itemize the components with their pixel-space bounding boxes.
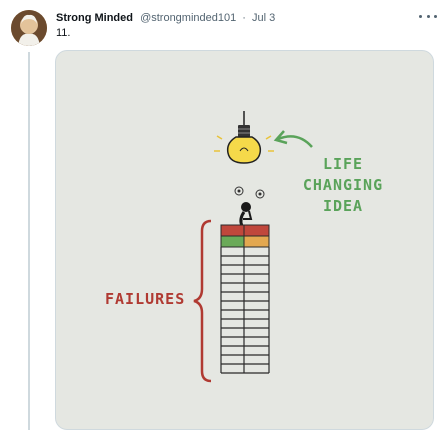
display-name[interactable]: Strong Minded (56, 12, 133, 24)
idea-label-line: CHANGING (302, 176, 384, 194)
illustration (193, 111, 313, 383)
thought-swirl-icon (234, 186, 265, 199)
failures-label: FAILURES (105, 290, 186, 308)
failure-block (220, 235, 245, 248)
arrow-icon (273, 130, 313, 148)
idea-label-line: IDEA (322, 197, 364, 215)
ladder-tower (220, 247, 270, 374)
separator-dot: · (242, 12, 246, 24)
tweet-image[interactable]: LIFE CHANGING IDEA FAILURES (55, 50, 434, 430)
idea-label-line: LIFE (322, 155, 364, 173)
more-dot (426, 14, 430, 18)
thread-line (28, 52, 30, 430)
avatar[interactable] (11, 10, 47, 46)
light-bulb-icon (214, 111, 274, 164)
avatar-portrait-icon (11, 10, 47, 46)
more-dot (419, 14, 422, 18)
tweet-date[interactable]: Jul 3 (252, 12, 276, 24)
brace-icon (193, 219, 212, 383)
failure-block (243, 224, 270, 237)
user-handle[interactable]: @strongminded101 (140, 12, 237, 24)
more-options-icon[interactable] (419, 10, 437, 22)
failure-block (243, 235, 270, 248)
more-dot (434, 14, 437, 18)
idea-label: LIFE CHANGING IDEA (294, 154, 392, 217)
tweet-text: 11. (56, 27, 71, 39)
failure-block (220, 224, 245, 237)
tweet-header: Strong Minded @strongminded101 · Jul 3 (56, 10, 275, 26)
